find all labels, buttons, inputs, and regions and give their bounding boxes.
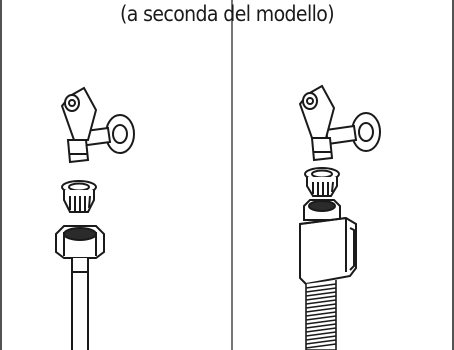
filter-washer-icon bbox=[304, 167, 340, 197]
right-panel bbox=[298, 84, 381, 350]
corrugated-hose-icon bbox=[305, 280, 337, 350]
aquastop-connector-icon bbox=[299, 199, 357, 286]
tap-icon bbox=[60, 86, 135, 164]
caption: (a seconda del modello) bbox=[119, 2, 335, 26]
hose-nut-icon bbox=[55, 225, 105, 259]
left-panel bbox=[55, 86, 135, 350]
tap-icon bbox=[298, 84, 381, 162]
filter-washer-icon bbox=[61, 180, 97, 213]
straight-hose-icon bbox=[71, 258, 89, 350]
